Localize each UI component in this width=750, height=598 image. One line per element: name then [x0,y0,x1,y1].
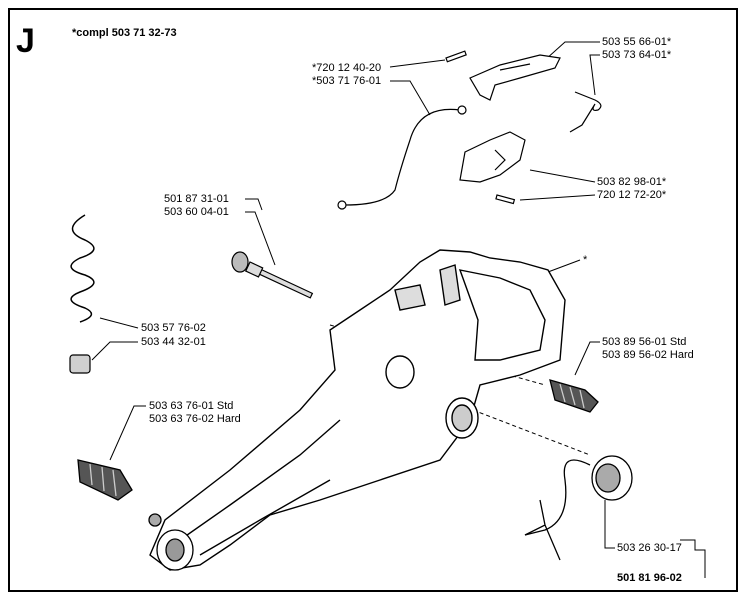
leader-503-73-64-01 [589,54,600,96]
leader-503-89-56-01 [574,341,600,376]
leader-720-12-40-20 [389,59,446,68]
throttle-cable-part [337,105,467,210]
label-503-44-32-01: 503 44 32-01 [141,336,206,348]
front-end-cap [148,513,194,571]
label-720-12-40-20: *720 12 40-20 [312,62,382,74]
label-503-63-76-01: 503 63 76-01 Std [149,400,234,412]
label-503-73-64-01: 503 73 64-01* [602,49,672,61]
spring-coil-503-57-76-02 [70,214,95,323]
label-503-57-76-02: 503 57 76-02 [141,322,206,334]
nut-503-60-04-01 [231,251,249,273]
label-star: * [583,254,588,266]
label-720-12-72-20: 720 12 72-20* [597,189,667,201]
leader-503-55-66-01 [544,41,600,61]
dashed-assembly-line-3 [459,404,591,456]
leader-503-63-76-01 [109,405,146,461]
leader-503-57-76-02 [99,317,139,329]
label-501-81-96-02: 501 81 96-02 [617,572,682,584]
leader-503-71-76-01 [390,80,431,116]
leader-503-44-32-01 [91,341,138,361]
spring-503-73-64-01 [569,91,602,133]
grip-503-89-56 [549,379,599,413]
throttle-lockout-part [459,131,526,183]
label-503-55-66-01: 503 55 66-01* [602,36,672,48]
label-503-63-76-02: 503 63 76-02 Hard [149,413,241,425]
leader-503-82-98-01 [529,169,596,183]
leader-503-60-04-01 [245,211,276,266]
throttle-trigger-part [469,54,561,101]
leader-501-87-31-01 [245,198,263,211]
label-503-60-04-01: 503 60 04-01 [164,206,229,218]
complete-assembly-note: *compl 503 71 32-73 [72,27,177,39]
leader-503-26-30-17 [604,500,615,549]
screw-501-87-31-01 [244,261,314,299]
leader-501-81-96-02 [680,539,706,578]
rear-handle-housing [149,249,566,571]
label-503-82-98-01: 503 82 98-01* [597,176,667,188]
label-501-87-31-01: 501 87 31-01 [164,193,229,205]
pin-720-12-72-20 [495,194,516,205]
label-503-71-76-01: *503 71 76-01 [312,75,382,87]
pin-720-12-40-20 [445,50,467,63]
leader-720-12-72-20 [519,194,596,201]
diagram-frame [8,8,738,592]
label-503-26-30-17: 503 26 30-17 [617,542,682,554]
section-letter: J [16,22,35,60]
label-503-89-56-01: 503 89 56-01 Std [602,336,687,348]
label-503-89-56-02: 503 89 56-02 Hard [602,349,694,361]
oil-cap-503-26-30-17 [524,455,633,561]
damper-503-44-32-01 [69,354,91,374]
grip-503-63-76 [77,459,133,501]
